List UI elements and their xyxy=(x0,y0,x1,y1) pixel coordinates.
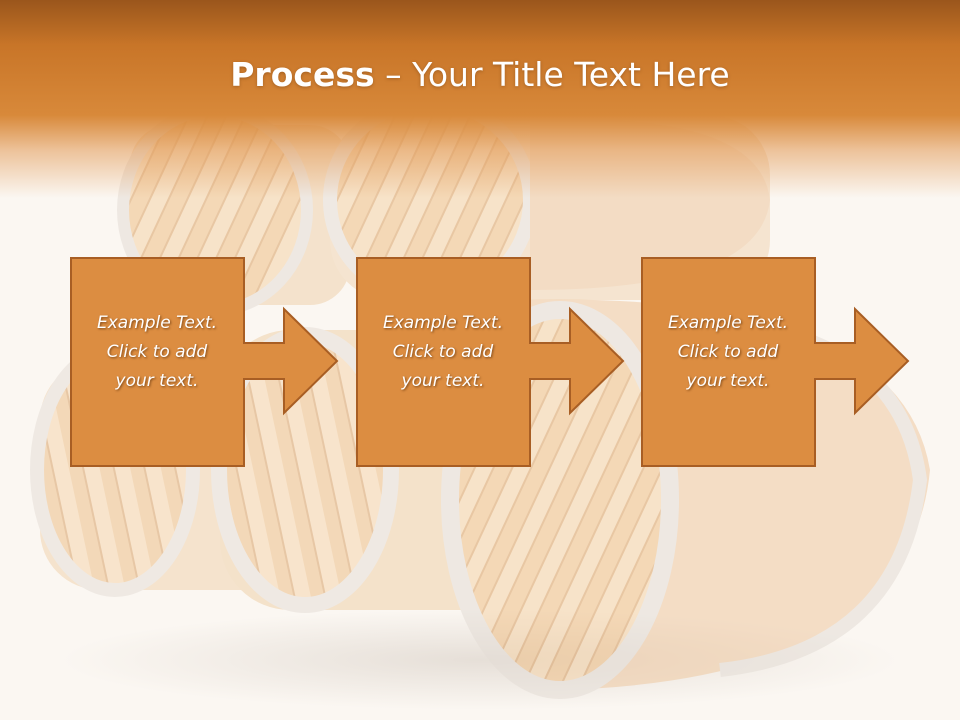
title-bold: Process xyxy=(230,55,375,94)
step-text: Example Text. Click to add your text. xyxy=(96,313,218,391)
title-rest: – Your Title Text Here xyxy=(374,55,730,94)
arrow-callout-shape xyxy=(70,257,339,467)
step-text: Example Text. Click to add your text. xyxy=(382,313,504,391)
arrow-callout-shape xyxy=(641,257,910,467)
process-step-2[interactable]: Example Text. Click to add your text. xyxy=(356,257,626,467)
arrow-callout-shape xyxy=(356,257,625,467)
process-step-1[interactable]: Example Text. Click to add your text. xyxy=(70,257,340,467)
step-text: Example Text. Click to add your text. xyxy=(667,313,789,391)
title-bar xyxy=(0,0,960,200)
slide-title[interactable]: Process – Your Title Text Here xyxy=(0,52,960,98)
process-step-3[interactable]: Example Text. Click to add your text. xyxy=(641,257,911,467)
